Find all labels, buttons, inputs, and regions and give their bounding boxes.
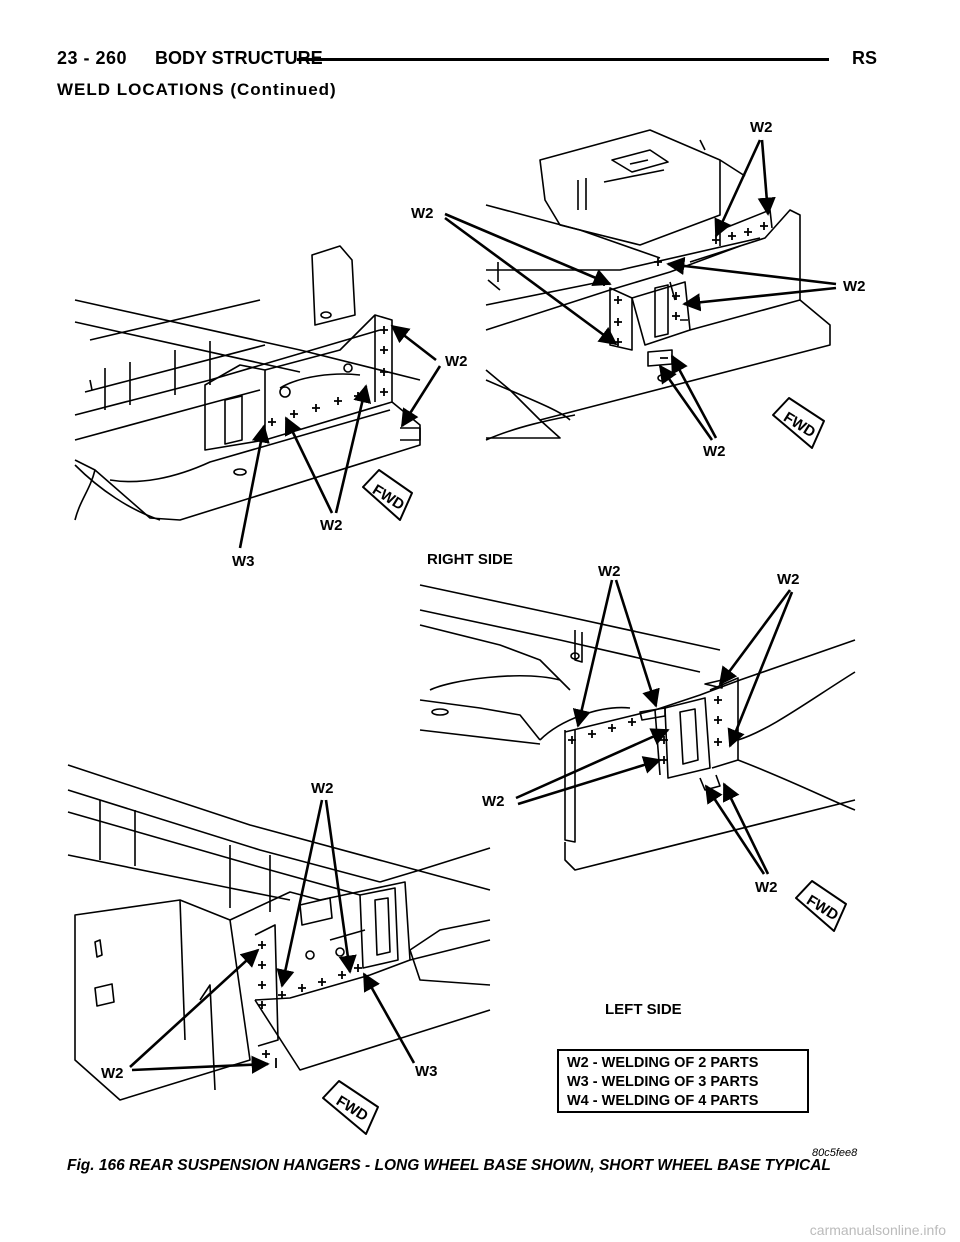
fwd-arrow-icon: FWD <box>772 397 825 449</box>
section-title: BODY STRUCTURE <box>155 48 323 68</box>
drawing-upper-left: FWD <box>74 245 442 549</box>
fwd-arrow-icon: FWD <box>795 880 847 932</box>
model-code: RS <box>851 48 877 68</box>
callout-w2: W2 <box>777 571 800 588</box>
drawing-upper-right: FWD <box>444 129 837 449</box>
callout-w2: W2 <box>750 119 773 136</box>
callout-w2: W2 <box>411 205 434 222</box>
drawing-lower-left: FWD <box>67 764 491 1135</box>
page-header: 23 - 260 BODY STRUCTURE RS <box>57 48 877 74</box>
callout-w2: W2 <box>320 517 343 534</box>
callout-w2: W2 <box>445 353 468 370</box>
figure-reference-code: 80c5fee8 <box>812 1147 858 1159</box>
legend-entry-w3: W3 - WELDING OF 3 PARTS <box>567 1074 759 1090</box>
callout-w2: W2 <box>755 879 778 896</box>
callout-w3: W3 <box>415 1063 438 1080</box>
callout-w2: W2 <box>703 443 726 460</box>
callout-w2: W2 <box>482 793 505 810</box>
callout-w2: W2 <box>598 563 621 580</box>
header-rule <box>297 58 829 61</box>
watermark: carmanualsonline.info <box>809 1222 946 1238</box>
weld-legend: W2 - WELDING OF 2 PARTS W3 - WELDING OF … <box>557 1049 809 1113</box>
callout-w2: W2 <box>843 278 866 295</box>
callout-w2: W2 <box>101 1065 124 1082</box>
right-side-label: RIGHT SIDE <box>427 551 513 568</box>
figure-caption: Fig. 166 REAR SUSPENSION HANGERS - LONG … <box>67 1157 831 1174</box>
callout-w3: W3 <box>232 553 255 570</box>
page-number: 23 - 260 <box>57 48 128 68</box>
legend-entry-w2: W2 - WELDING OF 2 PARTS <box>567 1055 759 1071</box>
left-side-label: LEFT SIDE <box>605 1001 682 1018</box>
fwd-arrow-icon: FWD <box>322 1080 379 1135</box>
callout-w2: W2 <box>311 780 334 797</box>
drawing-middle-right: FWD <box>419 579 856 932</box>
fwd-arrow-icon: FWD <box>362 469 413 521</box>
section-subtitle: WELD LOCATIONS (Continued) <box>57 80 337 99</box>
legend-entry-w4: W4 - WELDING OF 4 PARTS <box>567 1093 759 1109</box>
